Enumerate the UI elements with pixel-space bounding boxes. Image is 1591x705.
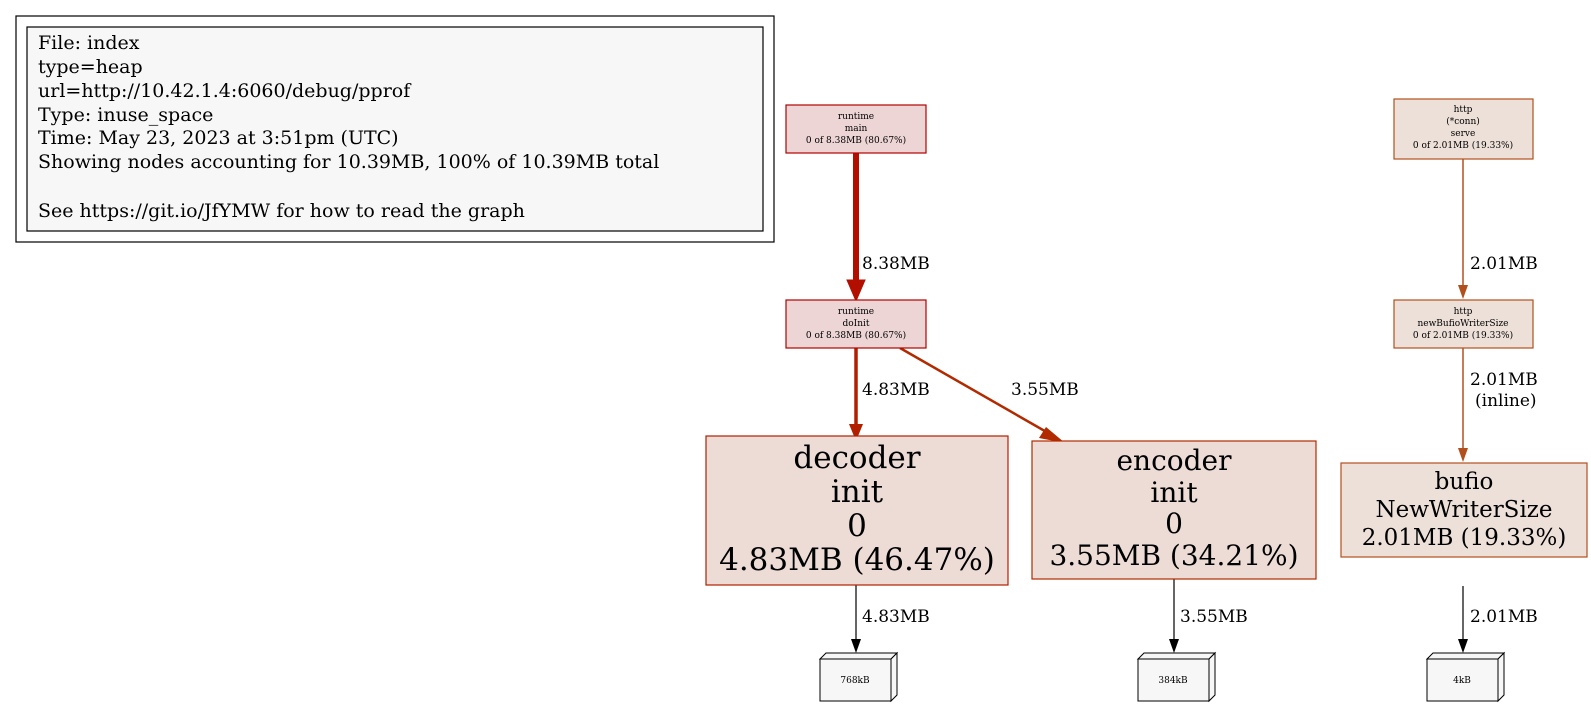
node-label: runtime — [838, 112, 874, 122]
alloc-label: 768kB — [840, 676, 870, 686]
node-label: init — [831, 474, 884, 510]
node-http-newbufiowritersize[interactable]: http newBufioWriterSize 0 of 2.01MB (19.… — [1393, 299, 1534, 349]
edge-conn-to-newbufio: 2.01MB — [1458, 159, 1538, 299]
node-label: 0 of 2.01MB (19.33%) — [1413, 140, 1513, 151]
alloc-label: 4kB — [1453, 676, 1471, 686]
legend-line: Time: May 23, 2023 at 3:51pm (UTC) — [38, 127, 399, 149]
legend-line: Showing nodes accounting for 10.39MB, 10… — [38, 151, 659, 173]
edge-label: 2.01MB — [1470, 607, 1538, 627]
legend-line: File: index — [38, 32, 140, 54]
node-label: doInit — [842, 319, 869, 329]
edge-doinit-to-encoder: 3.55MB — [899, 346, 1079, 443]
node-label: http — [1454, 105, 1473, 115]
edge-label: 2.01MB — [1470, 254, 1538, 274]
node-http-conn-serve[interactable]: http (*conn) serve 0 of 2.01MB (19.33%) — [1393, 98, 1534, 160]
node-label: bufio — [1435, 469, 1494, 495]
edge-encoder-to-384: 3.55MB — [1169, 579, 1248, 653]
legend-line: type=heap — [38, 56, 143, 78]
alloc-box-384kb[interactable]: 384kB — [1136, 651, 1217, 703]
node-label: main — [845, 124, 868, 134]
node-label: 2.01MB (19.33%) — [1362, 525, 1567, 551]
node-bufio-newwritersize[interactable]: bufio NewWriterSize 2.01MB (19.33%) — [1340, 462, 1588, 558]
node-label: (*conn) — [1446, 116, 1480, 127]
alloc-box-768kb[interactable]: 768kB — [818, 651, 899, 703]
alloc-label: 384kB — [1158, 676, 1188, 686]
node-label: newBufioWriterSize — [1417, 319, 1508, 329]
node-label: 0 — [847, 508, 867, 544]
edge-label: 4.83MB — [862, 380, 930, 400]
legend-line: Type: inuse_space — [38, 104, 213, 126]
edge-label: 4.83MB — [862, 607, 930, 627]
edge-label: 2.01MB — [1470, 370, 1538, 390]
alloc-box-4kb[interactable]: 4kB — [1425, 651, 1506, 703]
node-label: 0 of 8.38MB (80.67%) — [806, 330, 906, 341]
edge-bufio-to-4: 2.01MB — [1458, 586, 1538, 653]
edge-label-inline: (inline) — [1475, 391, 1537, 411]
node-runtime-main[interactable]: runtime main 0 of 8.38MB (80.67%) — [785, 104, 927, 154]
node-encoder-init[interactable]: encoder init 0 3.55MB (34.21%) — [1031, 440, 1317, 580]
node-label: init — [1150, 476, 1198, 509]
node-label: 0 of 2.01MB (19.33%) — [1413, 330, 1513, 341]
legend-line: url=http://10.42.1.4:6060/debug/pprof — [38, 80, 412, 102]
node-label: 0 of 8.38MB (80.67%) — [806, 135, 906, 146]
node-label: serve — [1451, 129, 1476, 139]
edge-label: 3.55MB — [1011, 380, 1079, 400]
edge-newbufio-to-bufio: 2.01MB (inline) — [1458, 348, 1538, 462]
node-label: runtime — [838, 307, 874, 317]
node-label: 4.83MB (46.47%) — [719, 542, 995, 578]
node-label: NewWriterSize — [1375, 497, 1552, 523]
edge-doinit-to-decoder: 4.83MB — [849, 348, 930, 441]
node-runtime-doinit[interactable]: runtime doInit 0 of 8.38MB (80.67%) — [785, 299, 927, 349]
legend: File: index type=heap url=http://10.42.1… — [15, 15, 775, 243]
edge-label: 3.55MB — [1180, 607, 1248, 627]
node-label: 0 — [1165, 507, 1183, 540]
edge-decoder-to-768: 4.83MB — [851, 585, 930, 653]
edge-label: 8.38MB — [862, 254, 930, 274]
legend-line: See https://git.io/JfYMW for how to read… — [38, 200, 525, 222]
edge-main-to-doinit: 8.38MB — [846, 153, 930, 303]
node-label: decoder — [793, 440, 920, 476]
node-decoder-init[interactable]: decoder init 0 4.83MB (46.47%) — [705, 435, 1009, 586]
node-label: encoder — [1116, 444, 1232, 477]
node-label: 3.55MB (34.21%) — [1049, 539, 1298, 572]
node-label: http — [1454, 307, 1473, 317]
